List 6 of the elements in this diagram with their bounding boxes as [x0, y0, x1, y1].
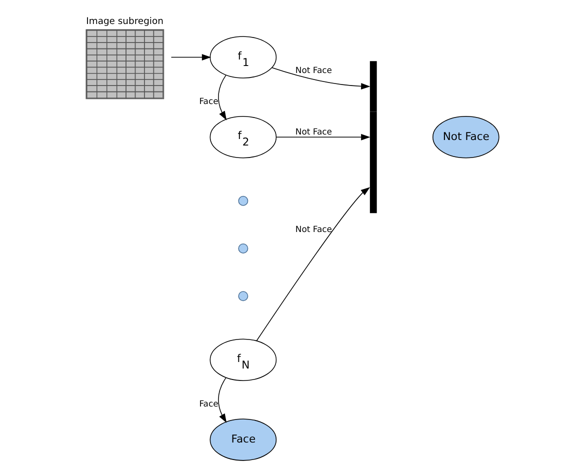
edge-label: Face [199, 398, 218, 409]
edge-label: Not Face [295, 65, 332, 76]
edge-label: Not Face [295, 126, 332, 137]
node-label: Image subregion [86, 16, 164, 27]
edge-label: Not Face [295, 224, 332, 234]
edge-label: Face [199, 96, 218, 106]
